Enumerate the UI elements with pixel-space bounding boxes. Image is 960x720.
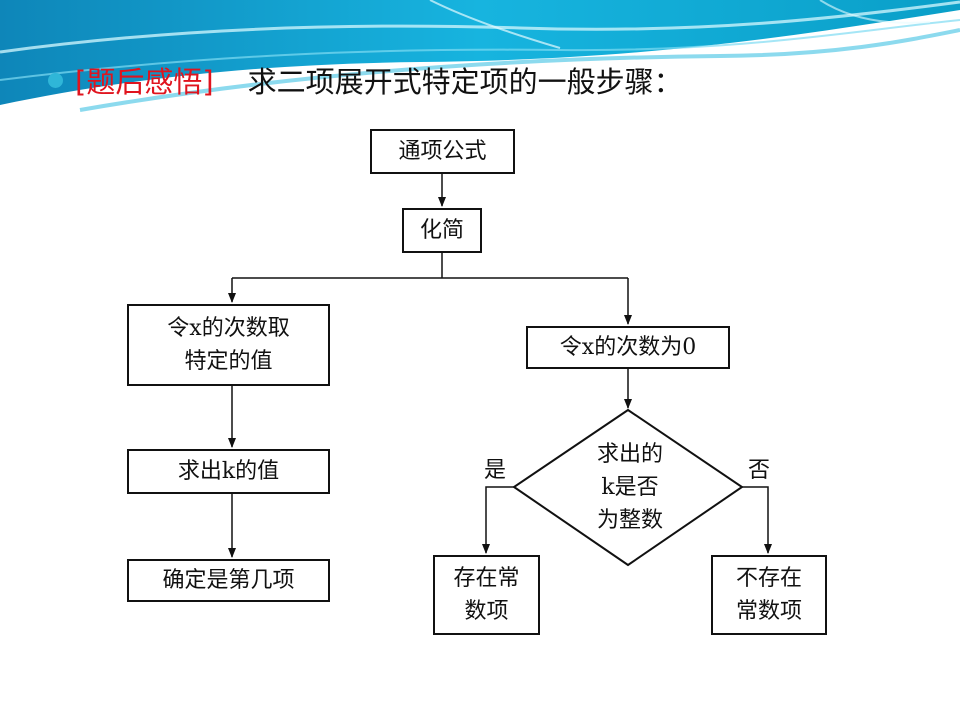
step-exponent-zero-label: 令x的次数为0 [559, 335, 697, 360]
step-general-term: 通项公式 [370, 129, 515, 174]
decision-line3: 为整数 [596, 508, 663, 533]
result-exists-line1: 存在常 [453, 566, 520, 591]
step-solve-k: 求出k的值 [127, 449, 330, 494]
step-simplify: 化简 [402, 208, 482, 253]
decision-line1: 求出的 [596, 442, 663, 467]
heading-tag: [题后感悟] [75, 65, 214, 99]
yes-label: 是 [484, 458, 507, 483]
step-exponent-zero: 令x的次数为0 [526, 326, 730, 369]
step-general-term-label: 通项公式 [398, 139, 487, 164]
no-label: 否 [748, 458, 771, 483]
step-set-exponent-line2: 特定的值 [184, 349, 273, 374]
header-banner [0, 0, 960, 112]
step-simplify-label: 化简 [419, 218, 464, 243]
arrow-decision-no [742, 486, 772, 554]
decision-line2: k是否 [601, 475, 659, 500]
step-set-exponent-value: 令x的次数取 特定的值 [127, 304, 330, 386]
result-no-constant: 不存在 常数项 [711, 555, 827, 635]
result-none-line2: 常数项 [735, 599, 802, 624]
result-exists-line2: 数项 [464, 599, 509, 624]
arrow-decision-yes [482, 486, 514, 554]
result-none-line1: 不存在 [735, 566, 802, 591]
step-determine-term-label: 确定是第几项 [162, 568, 295, 593]
step-set-exponent-line1: 令x的次数取 [167, 316, 290, 341]
step-determine-term: 确定是第几项 [127, 559, 330, 602]
decision-diamond [512, 408, 744, 567]
heading-title: 求二项展开式特定项的一般步骤： [247, 65, 683, 99]
decision-text: 求出的 k是否 为整数 [560, 438, 700, 537]
slide-heading: [题后感悟] 求二项展开式特定项的一般步骤： [48, 60, 683, 100]
result-constant-exists: 存在常 数项 [433, 555, 540, 635]
step-solve-k-label: 求出k的值 [177, 459, 280, 484]
bullet-icon [48, 72, 63, 88]
